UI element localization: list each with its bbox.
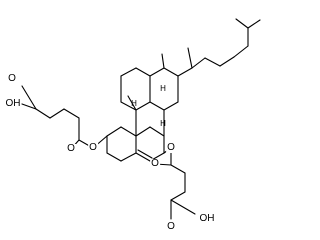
- side-chain-bond: [235, 18, 249, 29]
- ring-c-bond: [135, 101, 151, 111]
- ring-d-bond: [163, 67, 179, 77]
- ester-right-bond: [170, 164, 186, 174]
- ester-oxygen-right: O: [166, 142, 176, 153]
- ring-a-bond: [120, 152, 137, 162]
- ring-b-bond: [149, 126, 165, 137]
- ester-right-bond: [170, 199, 196, 215]
- carboxylic-acid-oxygen-right: O: [166, 221, 176, 231]
- carboxylic-acid-hydroxyl-right: OH: [198, 213, 216, 224]
- ring-b-double: [137, 149, 153, 159]
- molecule-diagram: O O O O OH OH O O H H H: [4, 18, 261, 231]
- ring-c-bond: [149, 101, 165, 111]
- ring-a-bond: [106, 152, 122, 162]
- ring-a-bond: [120, 126, 137, 137]
- side-chain-bond: [204, 57, 221, 67]
- side-chain-bond: [219, 56, 235, 67]
- methyl-bond: [161, 53, 165, 69]
- stereo-hydrogen-c8: H: [160, 119, 166, 128]
- side-chain-bond: [187, 47, 193, 69]
- ring-d-bond: [120, 67, 137, 77]
- ester-left-bond: [63, 108, 80, 119]
- carbonyl-oxygen-right: O: [150, 158, 160, 169]
- carboxylic-acid-oxygen-left: O: [7, 73, 17, 84]
- ester-left-bond: [49, 108, 65, 119]
- ester-left-bond: [35, 108, 51, 119]
- ring-c-bond: [120, 101, 137, 111]
- side-chain-bond: [247, 19, 261, 29]
- ring-a-bond: [106, 126, 122, 137]
- side-chain-bond: [191, 57, 206, 69]
- ester-oxygen-left: O: [88, 142, 98, 153]
- ring-d-bond: [149, 67, 165, 77]
- side-chain-bond: [177, 67, 193, 77]
- skeletal-structure: [21, 18, 261, 220]
- stereo-hydrogen-c9: H: [131, 99, 137, 108]
- ester-left-double: [21, 85, 37, 110]
- ring-b-bond: [135, 152, 151, 162]
- ester-right-bond: [170, 191, 186, 201]
- carbonyl-oxygen-left: O: [66, 143, 76, 154]
- side-chain-bond: [233, 45, 249, 58]
- ring-d-bond: [163, 101, 179, 111]
- ring-d-bond: [135, 67, 151, 77]
- ester-left-bond: [21, 103, 37, 110]
- methyl-bond: [127, 95, 137, 111]
- stereo-hydrogen-c14: H: [160, 84, 166, 93]
- ring-b-bond: [135, 126, 151, 137]
- carboxylic-acid-hydroxyl-left: OH: [4, 98, 22, 109]
